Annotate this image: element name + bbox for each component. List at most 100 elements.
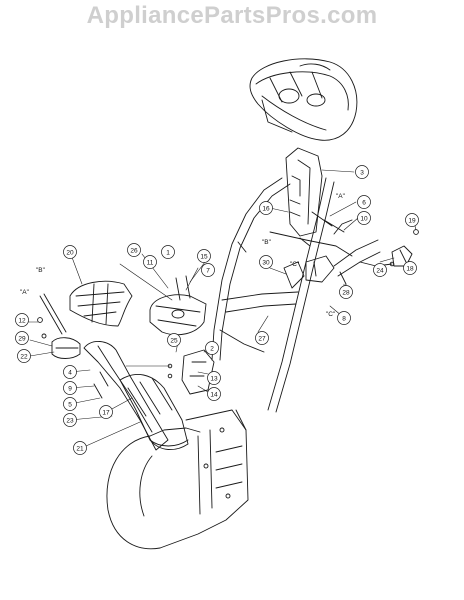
callout-number: 8 — [342, 315, 346, 322]
callout-1: 1 — [161, 245, 175, 259]
callout-circle — [63, 365, 77, 379]
callout-13: 13 — [207, 371, 221, 385]
leader-lines — [27, 169, 417, 447]
reference-marker: "B" — [36, 267, 46, 274]
callout-17: 17 — [99, 405, 113, 419]
reference-marker: "C" — [290, 261, 300, 268]
callout-circle — [167, 333, 181, 347]
callout-9: 9 — [63, 381, 77, 395]
callout-number: 1 — [166, 249, 170, 256]
callout-19: 19 — [405, 213, 419, 227]
chute-gear-cover — [149, 275, 207, 336]
callout-2: 2 — [205, 341, 219, 355]
callout-circle — [205, 341, 219, 355]
callout-number: 19 — [408, 217, 416, 224]
lever-assembly — [283, 255, 335, 289]
callout-10: 10 — [357, 211, 371, 225]
callout-12: 12 — [15, 313, 29, 327]
callout-14: 14 — [207, 387, 221, 401]
callout-circle — [373, 263, 387, 277]
callout-circle — [355, 165, 369, 179]
callout-29: 29 — [15, 331, 29, 345]
chute-deflector — [69, 280, 133, 327]
callout-circle — [201, 263, 215, 277]
callout-circle — [99, 405, 113, 419]
callout-circle — [357, 211, 371, 225]
callout-circle — [403, 261, 417, 275]
callout-number: 7 — [206, 267, 210, 274]
callout-27: 27 — [255, 331, 269, 345]
callout-circle — [337, 311, 351, 325]
callout-11: 11 — [143, 255, 157, 269]
control-rods — [269, 211, 393, 297]
callout-number: 2 — [210, 345, 214, 352]
callout-number: 28 — [342, 289, 350, 296]
callout-markers: 1234567891011121314151617181920212223242… — [15, 165, 419, 455]
callout-circle — [63, 397, 77, 411]
callout-23: 23 — [63, 413, 77, 427]
callout-circle — [255, 331, 269, 345]
callout-26: 26 — [127, 243, 141, 257]
callout-circle — [207, 371, 221, 385]
callout-circle — [197, 249, 211, 263]
chute-tilt-parts — [37, 293, 81, 359]
callout-number: 3 — [360, 169, 364, 176]
auger-housing — [106, 409, 249, 550]
callout-22: 22 — [17, 349, 31, 363]
callout-18: 18 — [403, 261, 417, 275]
handle-frame — [211, 177, 381, 413]
callout-24: 24 — [373, 263, 387, 277]
callout-circle — [357, 195, 371, 209]
callout-circle — [127, 243, 141, 257]
callout-7: 7 — [201, 263, 215, 277]
callout-16: 16 — [259, 201, 273, 215]
reference-marker: "A" — [336, 193, 346, 200]
watermark-text: AppliancePartsPros.com — [86, 2, 378, 29]
callout-circle — [339, 285, 353, 299]
center-column — [285, 147, 323, 237]
callout-number: 9 — [68, 385, 72, 392]
callout-number: 23 — [66, 417, 74, 424]
callout-number: 18 — [406, 265, 414, 272]
callout-number: 6 — [362, 199, 366, 206]
callout-4: 4 — [63, 365, 77, 379]
callout-circle — [143, 255, 157, 269]
callout-circle — [63, 245, 77, 259]
callout-3: 3 — [355, 165, 369, 179]
callout-circle — [207, 387, 221, 401]
callout-number: 20 — [66, 249, 74, 256]
callout-circle — [161, 245, 175, 259]
callout-5: 5 — [63, 397, 77, 411]
right-lever-parts — [389, 229, 419, 267]
callout-number: 26 — [130, 247, 138, 254]
callout-number: 27 — [258, 335, 266, 342]
reference-marker: "A" — [20, 289, 30, 296]
callout-circle — [15, 331, 29, 345]
callout-circle — [259, 255, 273, 269]
callout-6: 6 — [357, 195, 371, 209]
callout-number: 29 — [18, 335, 26, 342]
callout-number: 30 — [262, 259, 270, 266]
reference-marker: "C" — [326, 311, 336, 318]
callout-28: 28 — [339, 285, 353, 299]
callout-circle — [63, 381, 77, 395]
callout-circle — [17, 349, 31, 363]
callout-number: 5 — [68, 401, 72, 408]
callout-25: 25 — [167, 333, 181, 347]
callout-number: 10 — [360, 215, 368, 222]
callout-number: 4 — [68, 369, 72, 376]
callout-number: 24 — [376, 267, 384, 274]
callout-circle — [73, 441, 87, 455]
reference-marker: "B" — [262, 239, 272, 246]
callout-8: 8 — [337, 311, 351, 325]
callout-number: 21 — [76, 445, 84, 452]
callout-21: 21 — [73, 441, 87, 455]
callout-number: 13 — [210, 375, 218, 382]
dashboard-console — [249, 58, 358, 141]
callout-number: 25 — [170, 337, 178, 344]
callout-circle — [15, 313, 29, 327]
callout-number: 14 — [210, 391, 218, 398]
callout-number: 12 — [18, 317, 26, 324]
callout-number: 15 — [200, 253, 208, 260]
